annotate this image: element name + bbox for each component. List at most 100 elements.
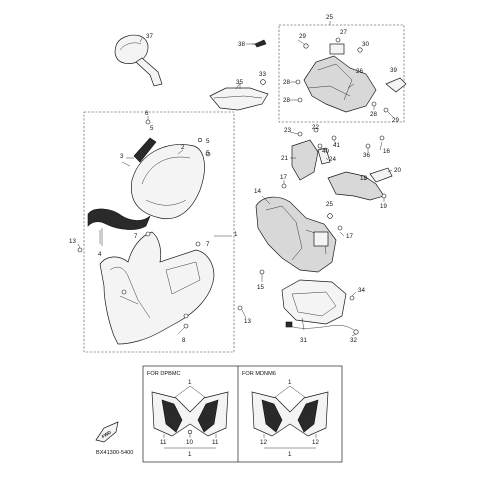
part-20-bracket	[369, 167, 393, 183]
callout-16: 16	[383, 148, 390, 155]
part-16-bolt	[379, 135, 385, 141]
part-24-stay	[317, 147, 331, 165]
part-31-wire-harness	[285, 321, 355, 331]
part-34-meter-assembly	[281, 279, 355, 325]
callout-28a: 28	[283, 79, 290, 86]
callout-40: 40	[322, 148, 329, 155]
callout-5c: 5	[206, 150, 210, 157]
part-27-nut	[335, 37, 341, 43]
variant-right-callout-1-top: 1	[288, 379, 292, 386]
callout-29b: 29	[392, 117, 399, 124]
variant-right-title: FOR MDNM6	[242, 371, 276, 377]
callout-27: 27	[340, 29, 347, 36]
callout-25a: 25	[326, 14, 333, 21]
part-4-lower-trim	[87, 208, 151, 230]
fwd-label: FWD	[101, 430, 112, 440]
callout-18: 18	[360, 175, 367, 182]
part-36-bolt	[365, 143, 371, 149]
callout-32: 32	[350, 337, 357, 344]
callout-20: 20	[394, 167, 401, 174]
callout-5b: 5	[206, 138, 210, 145]
callout-34: 34	[358, 287, 365, 294]
part-41-bolt	[331, 135, 337, 141]
callout-23: 23	[284, 127, 291, 134]
part-7-screw-b	[195, 241, 201, 247]
callout-17b: 17	[346, 233, 353, 240]
variant-left-callout-11a: 11	[160, 439, 167, 446]
part-29-bolt-a	[303, 43, 309, 49]
callout-4: 4	[98, 251, 102, 258]
part-17-bolt-a	[281, 183, 287, 189]
callout-29a: 29	[299, 33, 306, 40]
part-7-screw-a	[145, 231, 151, 237]
front-cowl-group-outline	[83, 111, 235, 353]
callout-6: 6	[145, 110, 149, 117]
callout-24: 24	[329, 156, 336, 163]
callout-37: 37	[146, 33, 153, 40]
callout-1: 1	[234, 231, 238, 238]
variant-right: FOR MDNM6 1 12 12 1	[242, 371, 329, 458]
callout-7a: 7	[134, 233, 138, 240]
part-38-clip	[254, 39, 267, 48]
variant-right-callout-1-bot: 1	[288, 451, 292, 458]
callout-38: 38	[238, 41, 245, 48]
part-3-brace	[133, 137, 157, 163]
variant-right-callout-12a: 12	[260, 439, 267, 446]
callout-2: 2	[181, 144, 185, 151]
callout-36: 36	[363, 152, 370, 159]
variant-left-callout-11b: 11	[212, 439, 219, 446]
variant-left-callout-10: 10	[186, 439, 193, 446]
part-1-front-cowl	[99, 231, 215, 345]
callout-41: 41	[333, 142, 340, 149]
callout-33: 33	[259, 71, 266, 78]
part-23-bolt	[297, 131, 303, 137]
part-13-bolt-b	[237, 305, 243, 311]
part-5-nut-a	[205, 151, 211, 157]
callout-39: 39	[390, 67, 397, 74]
part-37-mirror	[114, 34, 163, 87]
variant-left-callout-1-bot: 1	[188, 451, 192, 458]
part-6-screw	[145, 119, 151, 125]
callout-7b: 7	[206, 241, 210, 248]
callout-3: 3	[120, 153, 124, 160]
part-15-bolt	[259, 269, 265, 275]
callout-13b: 13	[244, 318, 251, 325]
part-14-inner-frame	[255, 196, 337, 273]
variant-left-title: FOR DPBMC	[147, 371, 181, 377]
callout-8: 8	[182, 337, 186, 344]
callout-14: 14	[254, 188, 261, 195]
part-35-side-cover	[209, 87, 269, 111]
part-26-upper-bracket	[303, 43, 377, 113]
part-17-bolt-b	[337, 225, 343, 231]
part-22-bolt	[313, 127, 319, 133]
part-30-bolt	[357, 47, 363, 53]
callout-28b: 28	[283, 97, 290, 104]
part-8-screw	[183, 323, 189, 329]
variant-left: FOR DPBMC 1 11 10 11 1	[147, 371, 229, 458]
callout-25b: 25	[326, 201, 333, 208]
callout-19: 19	[380, 203, 387, 210]
part-28-bolt-a	[295, 79, 301, 85]
catalog-code: BX41300-5400	[96, 450, 133, 456]
part-32-connector	[353, 329, 359, 335]
leader-lines	[77, 21, 395, 337]
callout-15: 15	[257, 284, 264, 291]
part-39-bracket	[385, 77, 407, 93]
callout-22: 22	[312, 124, 319, 131]
part-19-bolt	[381, 193, 387, 199]
part-13-bolt-a	[77, 247, 83, 253]
part-25-grommet	[327, 213, 333, 219]
callout-28c: 28	[370, 111, 377, 118]
callout-13a: 13	[69, 238, 76, 245]
callout-35: 35	[236, 79, 243, 86]
callout-21: 21	[281, 155, 288, 162]
callout-5a: 5	[150, 125, 154, 132]
callout-30: 30	[362, 41, 369, 48]
part-5-nut-b	[197, 137, 203, 143]
part-21-stay	[291, 139, 319, 181]
variant-left-callout-1-top: 1	[188, 379, 192, 386]
part-2-windscreen	[130, 144, 205, 220]
bracket-group-outline	[278, 24, 405, 123]
callout-26: 26	[356, 68, 363, 75]
part-29-bolt-b	[383, 107, 389, 113]
